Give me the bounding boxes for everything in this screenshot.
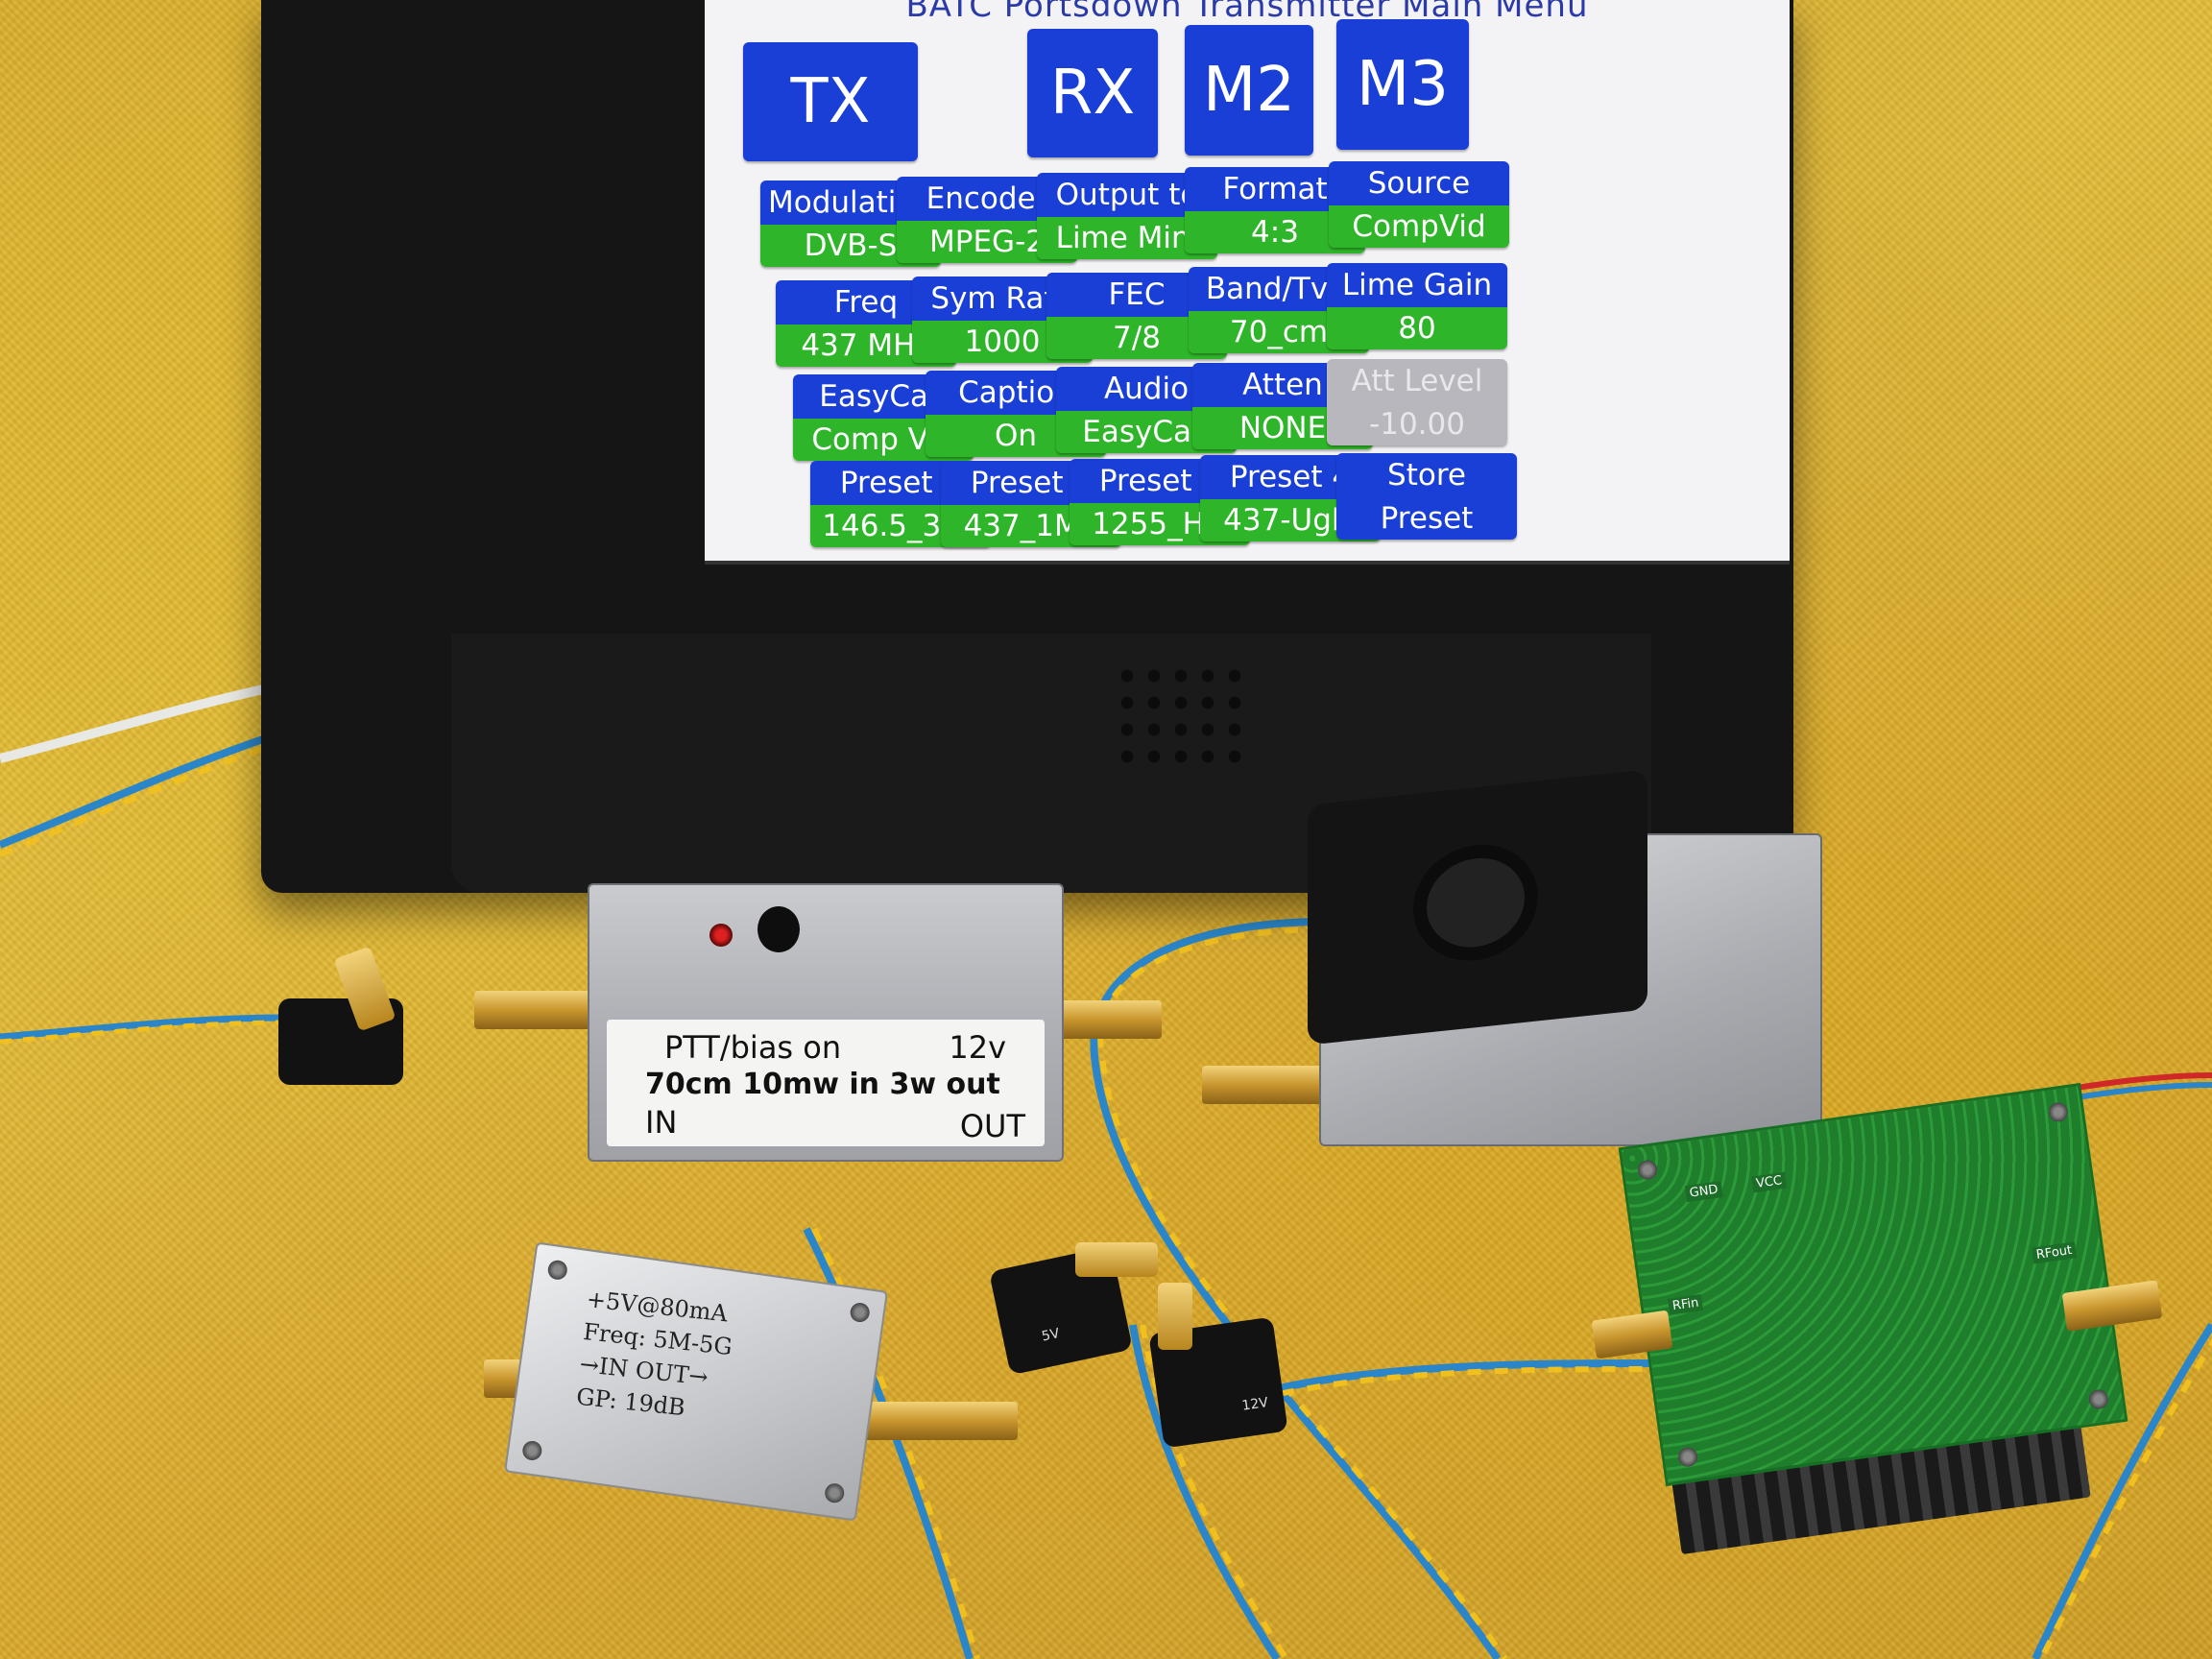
pcb-vcc-label: VCC (1751, 1171, 1788, 1193)
param-label: Encoder (897, 177, 1077, 221)
sma-connector (474, 991, 595, 1029)
pa-label-in: IN (645, 1104, 678, 1141)
sma-connector (854, 1402, 1018, 1440)
m2-button[interactable]: M2 (1185, 25, 1313, 156)
screw-icon (823, 1481, 846, 1504)
cooling-fan-icon (1308, 769, 1647, 1046)
screw-icon (521, 1439, 543, 1462)
param-value: EasyCap (1056, 411, 1237, 453)
pcb-rfout-label: RFout (2031, 1241, 2078, 1264)
param-value: Preset (1336, 497, 1517, 540)
touchscreen: BATC Portsdown Transmitter Main Menu TX … (705, 0, 1790, 565)
att-level-button: Att Level-10.00 (1327, 359, 1507, 445)
param-value: CompVid (1329, 205, 1509, 248)
pa-label: PTT/bias on 12v 70cm 10mw in 3w out IN O… (607, 1020, 1045, 1146)
pa-label-line2: 70cm 10mw in 3w out (645, 1068, 1000, 1101)
screw-icon (849, 1301, 871, 1324)
screw-icon (1676, 1446, 1699, 1468)
pa-label-line1: PTT/bias on (664, 1029, 842, 1066)
tx-button[interactable]: TX (743, 42, 918, 161)
speaker-grille (1114, 662, 1248, 778)
screw-icon (546, 1259, 569, 1282)
rx-button[interactable]: RX (1027, 29, 1158, 157)
power-amplifier-box: PTT/bias on 12v 70cm 10mw in 3w out IN O… (588, 883, 1064, 1162)
screw-icon (2087, 1388, 2110, 1410)
dc-pin (1075, 1242, 1158, 1277)
pa-label-out: OUT (959, 1108, 1025, 1144)
pcb-gnd-label: GND (1684, 1181, 1723, 1203)
fan-hub (1413, 838, 1538, 968)
pa-label-voltage: 12v (949, 1029, 1006, 1066)
param-label: Store (1336, 453, 1517, 497)
param-value: 80 (1327, 307, 1507, 349)
plug-tag-5v: 5V (1040, 1326, 1062, 1345)
screw-icon (1636, 1159, 1659, 1181)
pcb-rfin-label: RFin (1667, 1293, 1704, 1315)
plug-tag-12v: 12V (1240, 1395, 1269, 1414)
screen-title: BATC Portsdown Transmitter Main Menu (905, 0, 1589, 25)
lna-label: +5V@80mA Freq: 5M-5G →IN OUT→ GP: 19dB (575, 1283, 737, 1429)
sma-connector (1056, 1000, 1162, 1039)
push-button (757, 906, 800, 952)
red-led-icon (709, 924, 733, 947)
sma-connector (1202, 1066, 1327, 1104)
screw-icon (2047, 1101, 2070, 1123)
param-label: Source (1329, 161, 1509, 205)
dc-pin (1158, 1283, 1192, 1350)
param-value: -10.00 (1327, 403, 1507, 445)
lna-amplifier-box: +5V@80mA Freq: 5M-5G →IN OUT→ GP: 19dB (503, 1241, 889, 1522)
param-label: Att Level (1327, 359, 1507, 403)
pcb-amplifier-board: GND VCC RFin RFout (1618, 1082, 2128, 1487)
param-label: Lime Gain (1327, 263, 1507, 307)
m3-button[interactable]: M3 (1336, 19, 1469, 150)
